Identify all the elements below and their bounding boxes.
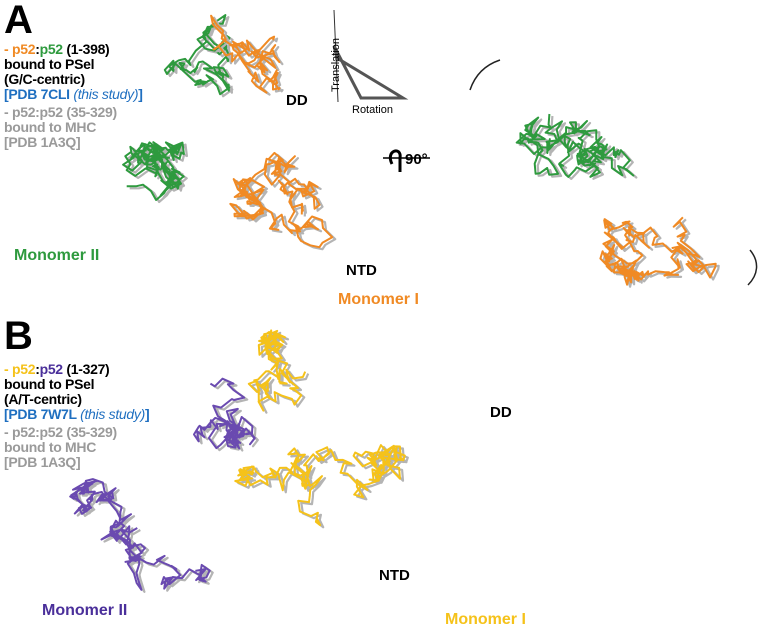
monomer-1-ntd-a xyxy=(229,151,334,249)
pdb-note: (this study) xyxy=(80,406,145,422)
monomer-2-ntd-b xyxy=(69,478,211,591)
ref-line-3: [PDB 1A3Q] xyxy=(4,454,81,470)
legend-chain-2: p52 xyxy=(39,41,64,57)
monomer-1-dd-b xyxy=(247,329,307,412)
legend-line-2: bound to PSel xyxy=(4,56,95,72)
legend-chain-2: p52 xyxy=(39,361,64,377)
legend-colon: : xyxy=(35,361,40,377)
label-dd-b: DD xyxy=(490,404,512,421)
legend-range: (1-327) xyxy=(62,361,110,377)
panel-b-legend: - p52:p52 (1-327) bound to PSel (A/T-cen… xyxy=(4,361,150,470)
inset-path xyxy=(332,45,409,100)
label-ntd-a: NTD xyxy=(346,262,377,279)
pdb-id: [PDB 7CLI xyxy=(4,86,74,102)
panel-b-letter: B xyxy=(4,314,33,358)
legend-line-3: (G/C-centric) xyxy=(4,71,85,87)
pdb-id: [PDB 7W7L xyxy=(4,406,81,422)
monomer-2-rot-a xyxy=(515,113,635,178)
label-monomer-2-a: Monomer II xyxy=(14,247,100,264)
monomer-2-ntd-b-reference xyxy=(72,480,214,593)
inset-x-label: Rotation xyxy=(352,104,393,116)
legend-line-3: (A/T-centric) xyxy=(4,391,82,407)
ref-line-2: bound to MHC xyxy=(4,439,97,455)
legend-colon: : xyxy=(35,41,40,57)
curved-arrow-top-icon xyxy=(469,59,501,91)
monomer-1-rot-a-reference xyxy=(602,218,720,288)
legend-line-2: bound to PSel xyxy=(4,376,95,392)
legend-range: (1-398) xyxy=(62,41,110,57)
legend-dash: - xyxy=(4,41,12,57)
monomer-1-dd-a xyxy=(210,14,281,94)
monomer-1-ntd-b xyxy=(234,444,406,527)
label-ntd-b: NTD xyxy=(379,567,410,584)
monomer-1-rot-a xyxy=(599,216,717,286)
label-monomer-1-a: Monomer I xyxy=(338,291,419,308)
curved-arrow-bottom-icon xyxy=(747,249,758,286)
label-dd-a: DD xyxy=(286,92,308,109)
pdb-note: (this study) xyxy=(73,86,139,102)
monomer-2-dd-b xyxy=(193,377,256,450)
inset-y-label: Translation xyxy=(330,37,342,92)
pdb-close: ] xyxy=(144,406,150,422)
pdb-close: ] xyxy=(138,86,143,102)
ref-line-2: bound to MHC xyxy=(4,119,97,135)
legend-chain-1: p52 xyxy=(11,361,36,377)
monomer-2-dd-a xyxy=(163,14,231,96)
rotation-arrow-icon xyxy=(388,149,402,172)
legend-dash: - xyxy=(4,361,12,377)
monomer-2-ntd-a xyxy=(122,141,185,201)
panel-a-legend: - p52:p52 (1-398) bound to PSel (G/C-cen… xyxy=(4,42,143,150)
ref-line-1: - p52:p52 (35-329) xyxy=(4,104,117,120)
rotation-label: 90° xyxy=(405,151,428,168)
ref-line-1: - p52:p52 (35-329) xyxy=(4,424,117,440)
panel-a-letter: A xyxy=(4,0,33,42)
label-monomer-2-b: Monomer II xyxy=(42,602,128,619)
ref-line-3: [PDB 1A3Q] xyxy=(4,134,81,150)
legend-chain-1: p52 xyxy=(11,41,36,57)
label-monomer-1-b: Monomer I xyxy=(445,611,526,628)
